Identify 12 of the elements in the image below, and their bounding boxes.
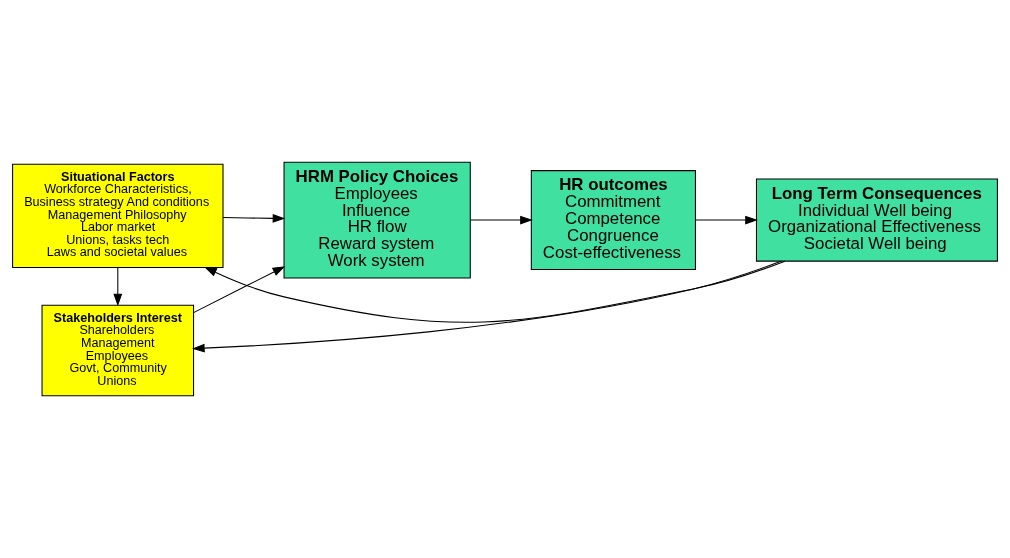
arrow <box>193 266 286 314</box>
arrow <box>192 260 782 353</box>
node-box: Long Term Consequences Individual Well being Organizational Effectiveness Societal Well being <box>755 178 998 262</box>
node-box: HR outcomes Commitment Competence Congruence Cost-effectiveness <box>530 170 696 271</box>
node-box: HRM Policy Choices Employees Influence HR flow Reward system Work system <box>283 161 471 279</box>
node-box: Stakeholders Interest Shareholders Management Employees Govt, Community Unions <box>41 304 195 397</box>
arrow <box>113 267 123 307</box>
arrow <box>204 260 786 323</box>
arrow <box>695 215 758 225</box>
node-box: Situational Factors Workforce Characteristics, Business strategy And conditions Management Philosophy Labor market Unions, tasks tech Laws and societal values <box>12 163 224 268</box>
arrow <box>222 213 286 223</box>
arrow <box>469 215 533 225</box>
